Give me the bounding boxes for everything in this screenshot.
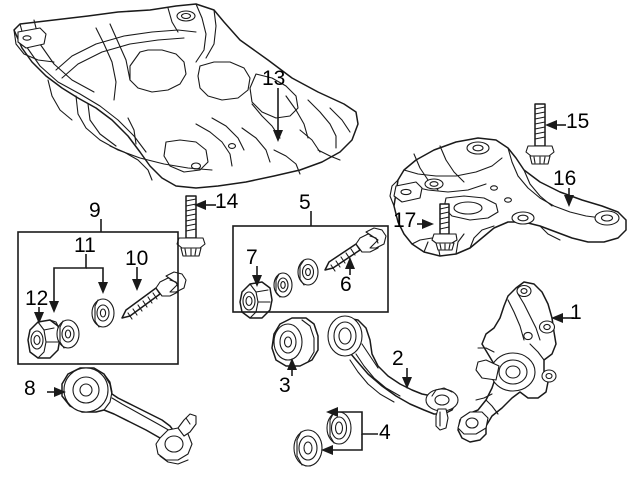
callout-17[interactable]: 17: [393, 209, 417, 232]
part-front-crossmember: [13, 3, 359, 189]
callout-5[interactable]: 5: [299, 191, 311, 214]
callout-14[interactable]: 14: [215, 190, 239, 213]
part-flange-bolt-10: [121, 271, 187, 320]
part-hex-nut-7: [239, 281, 273, 319]
callout-11[interactable]: 11: [74, 234, 96, 257]
part-flange-bolt-6: [324, 227, 387, 272]
part-control-arm-bushing: [271, 317, 319, 367]
part-washer-pair: [56, 298, 115, 349]
leader-lines: [34, 88, 574, 455]
part-rear-crossmember: [389, 137, 627, 257]
callout-4[interactable]: 4: [379, 421, 391, 444]
part-lower-control-arm: [327, 315, 459, 431]
part-hex-nut-12: [27, 319, 61, 359]
part-steering-knuckle: [457, 281, 557, 443]
callout-13[interactable]: 13: [262, 67, 286, 90]
part-flange-bolt-17: [431, 203, 458, 251]
part-washers-5: [273, 258, 319, 298]
part-flange-bolt-14: [176, 195, 206, 257]
part-tension-strut: [61, 367, 197, 465]
part-seal-pair: [293, 411, 352, 467]
callout-10[interactable]: 10: [125, 247, 149, 270]
callout-15[interactable]: 15: [566, 110, 590, 133]
callout-1[interactable]: 1: [570, 301, 582, 324]
callout-12[interactable]: 12: [25, 287, 49, 310]
callout-2[interactable]: 2: [392, 347, 404, 370]
callout-16[interactable]: 16: [553, 167, 577, 190]
callout-6[interactable]: 6: [340, 273, 352, 296]
callout-8[interactable]: 8: [24, 377, 36, 400]
callout-9[interactable]: 9: [89, 199, 101, 222]
callout-3[interactable]: 3: [279, 374, 291, 397]
callout-7[interactable]: 7: [246, 246, 258, 269]
part-flange-bolt-15: [525, 103, 555, 165]
